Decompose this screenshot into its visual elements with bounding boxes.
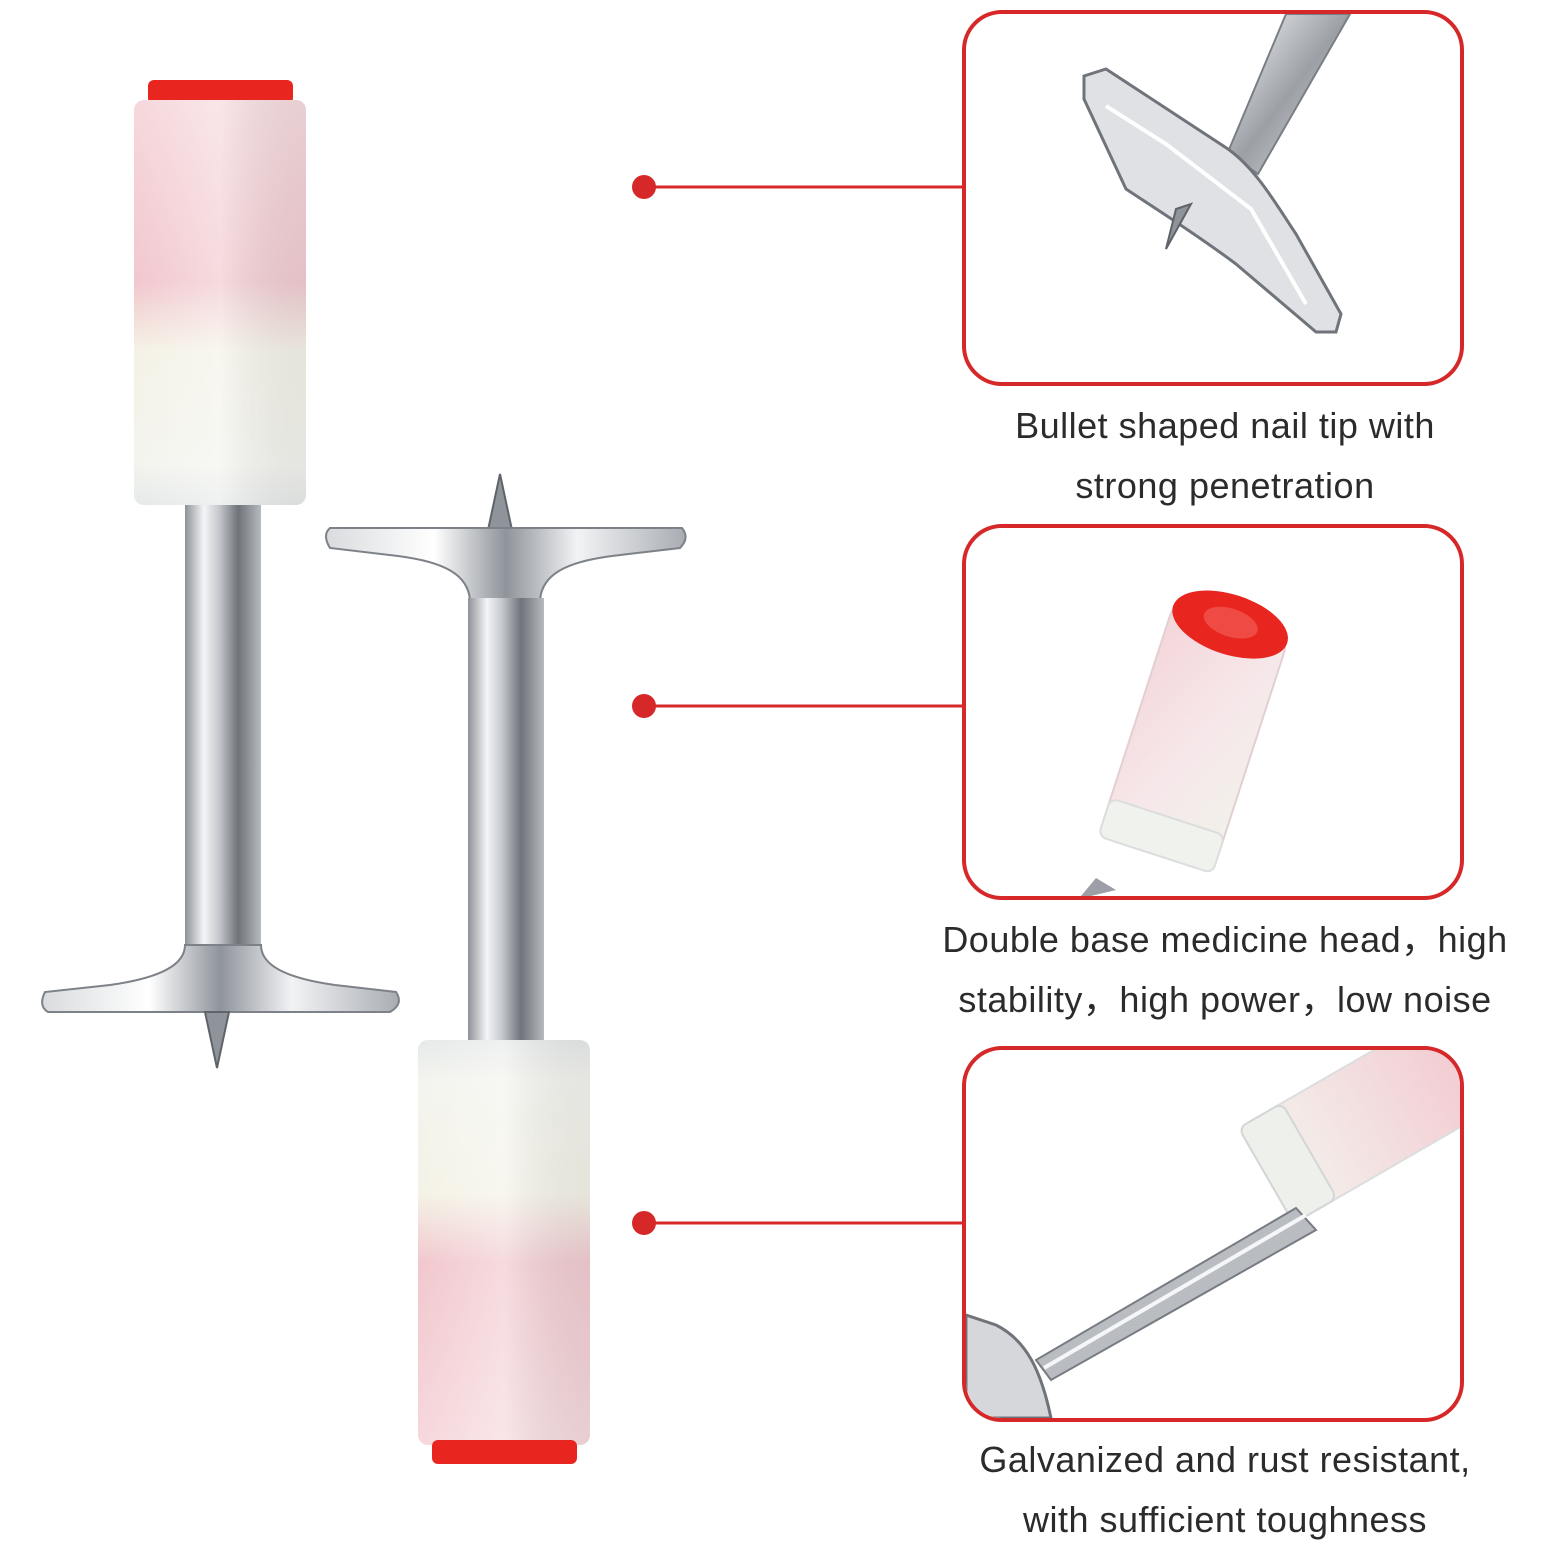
callout-connectors (632, 175, 962, 1235)
red-cap (432, 1440, 577, 1464)
washer-disc (41, 944, 400, 1013)
caption-galvanized: Galvanized and rust resistant, with suff… (900, 1430, 1550, 1550)
nail-right (325, 473, 687, 1464)
nail-shaft (185, 505, 261, 955)
caption-line: stability，high power，low noise (958, 979, 1492, 1020)
nail-point (486, 473, 514, 531)
nail-point (203, 1011, 231, 1069)
shaft-closeup-icon (966, 1050, 1460, 1418)
nail-left (41, 80, 400, 1069)
red-cap (148, 80, 293, 104)
caption-medicine-head: Double base medicine head，high stability… (900, 910, 1550, 1030)
caption-line: strong penetration (1075, 465, 1375, 506)
detail-panel-medicine-head (962, 524, 1464, 900)
caption-line: Bullet shaped nail tip with (1015, 405, 1435, 446)
washer-disc-closeup-icon (1082, 14, 1352, 334)
washer-disc (325, 527, 687, 601)
detail-panel-nail-tip (962, 10, 1464, 386)
nail-shaft (468, 598, 544, 1043)
caption-nail-tip: Bullet shaped nail tip with strong penet… (900, 396, 1550, 516)
caption-line: Double base medicine head，high (942, 919, 1508, 960)
caption-line: with sufficient toughness (1022, 1499, 1428, 1540)
red-cap-closeup-icon (1081, 590, 1288, 896)
caption-line: Galvanized and rust resistant, (979, 1439, 1471, 1480)
detail-panel-galvanized (962, 1046, 1464, 1422)
